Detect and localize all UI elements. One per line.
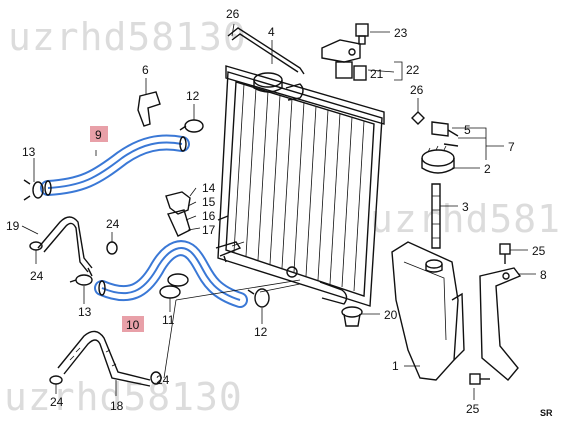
watermark-bottom: uzrhd58130 [4, 375, 243, 419]
lower-radiator-hose [94, 240, 248, 308]
bracket-22 [321, 39, 361, 63]
label-8: 8 [540, 268, 547, 282]
bolt-25b [469, 373, 490, 385]
tank-bracket-8 [479, 267, 522, 381]
label-24a: 24 [106, 217, 120, 231]
clamp-13a [23, 179, 44, 201]
clamp-24b [106, 241, 118, 255]
label-24b: 24 [30, 269, 44, 283]
label-24d: 24 [156, 373, 170, 387]
label-21: 21 [370, 67, 384, 81]
fitting-5 [431, 121, 459, 147]
bolt-25a [499, 243, 511, 264]
label-9-highlight [90, 126, 108, 142]
drain-bolt-26b [411, 111, 425, 125]
label-4: 4 [268, 25, 275, 39]
label-23: 23 [394, 26, 408, 40]
label-26a: 26 [226, 7, 240, 21]
clamp-24d [150, 371, 162, 385]
label-26b: 26 [410, 83, 424, 97]
label-11: 11 [162, 313, 175, 327]
clamp-12b [247, 288, 270, 308]
overflow-tube-3 [431, 183, 441, 249]
label-25a: 25 [532, 244, 546, 258]
label-10: 10 [126, 318, 140, 332]
watermark-top: uzrhd58130 [8, 15, 247, 59]
drain-plug-20 [341, 306, 363, 327]
bypass-hose [37, 216, 93, 277]
reserve-tank [391, 241, 465, 381]
label-25b: 25 [466, 402, 480, 416]
watermark-right: uzrhd58130 [370, 197, 561, 241]
bracket-6 [137, 91, 161, 127]
cushion-21 [335, 61, 367, 81]
clamp-12a [179, 119, 204, 133]
clamp-11 [159, 273, 189, 299]
part-labels: 26 4 23 22 21 6 12 26 5 7 2 3 9 13 14 15… [6, 7, 553, 418]
label-7: 7 [508, 140, 515, 154]
fan-switch-23 [355, 23, 369, 45]
label-5: 5 [464, 123, 471, 137]
label-12b: 12 [254, 325, 268, 339]
upper-radiator-hose [40, 134, 190, 196]
leader-lines [21, 23, 536, 400]
label-22: 22 [406, 63, 420, 77]
heater-hose [57, 330, 151, 387]
label-20: 20 [384, 308, 398, 322]
label-9: 9 [95, 128, 102, 142]
bracket-14-16 [165, 191, 191, 237]
label-16: 16 [202, 209, 216, 223]
label-14: 14 [202, 181, 216, 195]
label-18: 18 [110, 399, 124, 413]
label-24c: 24 [50, 395, 64, 409]
label-12a: 12 [186, 89, 200, 103]
label-13a: 13 [22, 145, 36, 159]
label-17: 17 [202, 223, 216, 237]
label-6: 6 [142, 63, 149, 77]
label-3: 3 [462, 200, 469, 214]
cap-2 [421, 145, 455, 174]
label-10-highlight [122, 316, 144, 332]
label-2: 2 [484, 162, 491, 176]
radiator [215, 65, 385, 307]
label-1: 1 [392, 359, 399, 373]
corner-code: SR [540, 408, 553, 418]
clamp-13b [69, 274, 93, 286]
label-19: 19 [6, 219, 20, 233]
label-15: 15 [202, 195, 216, 209]
label-13b: 13 [78, 305, 92, 319]
